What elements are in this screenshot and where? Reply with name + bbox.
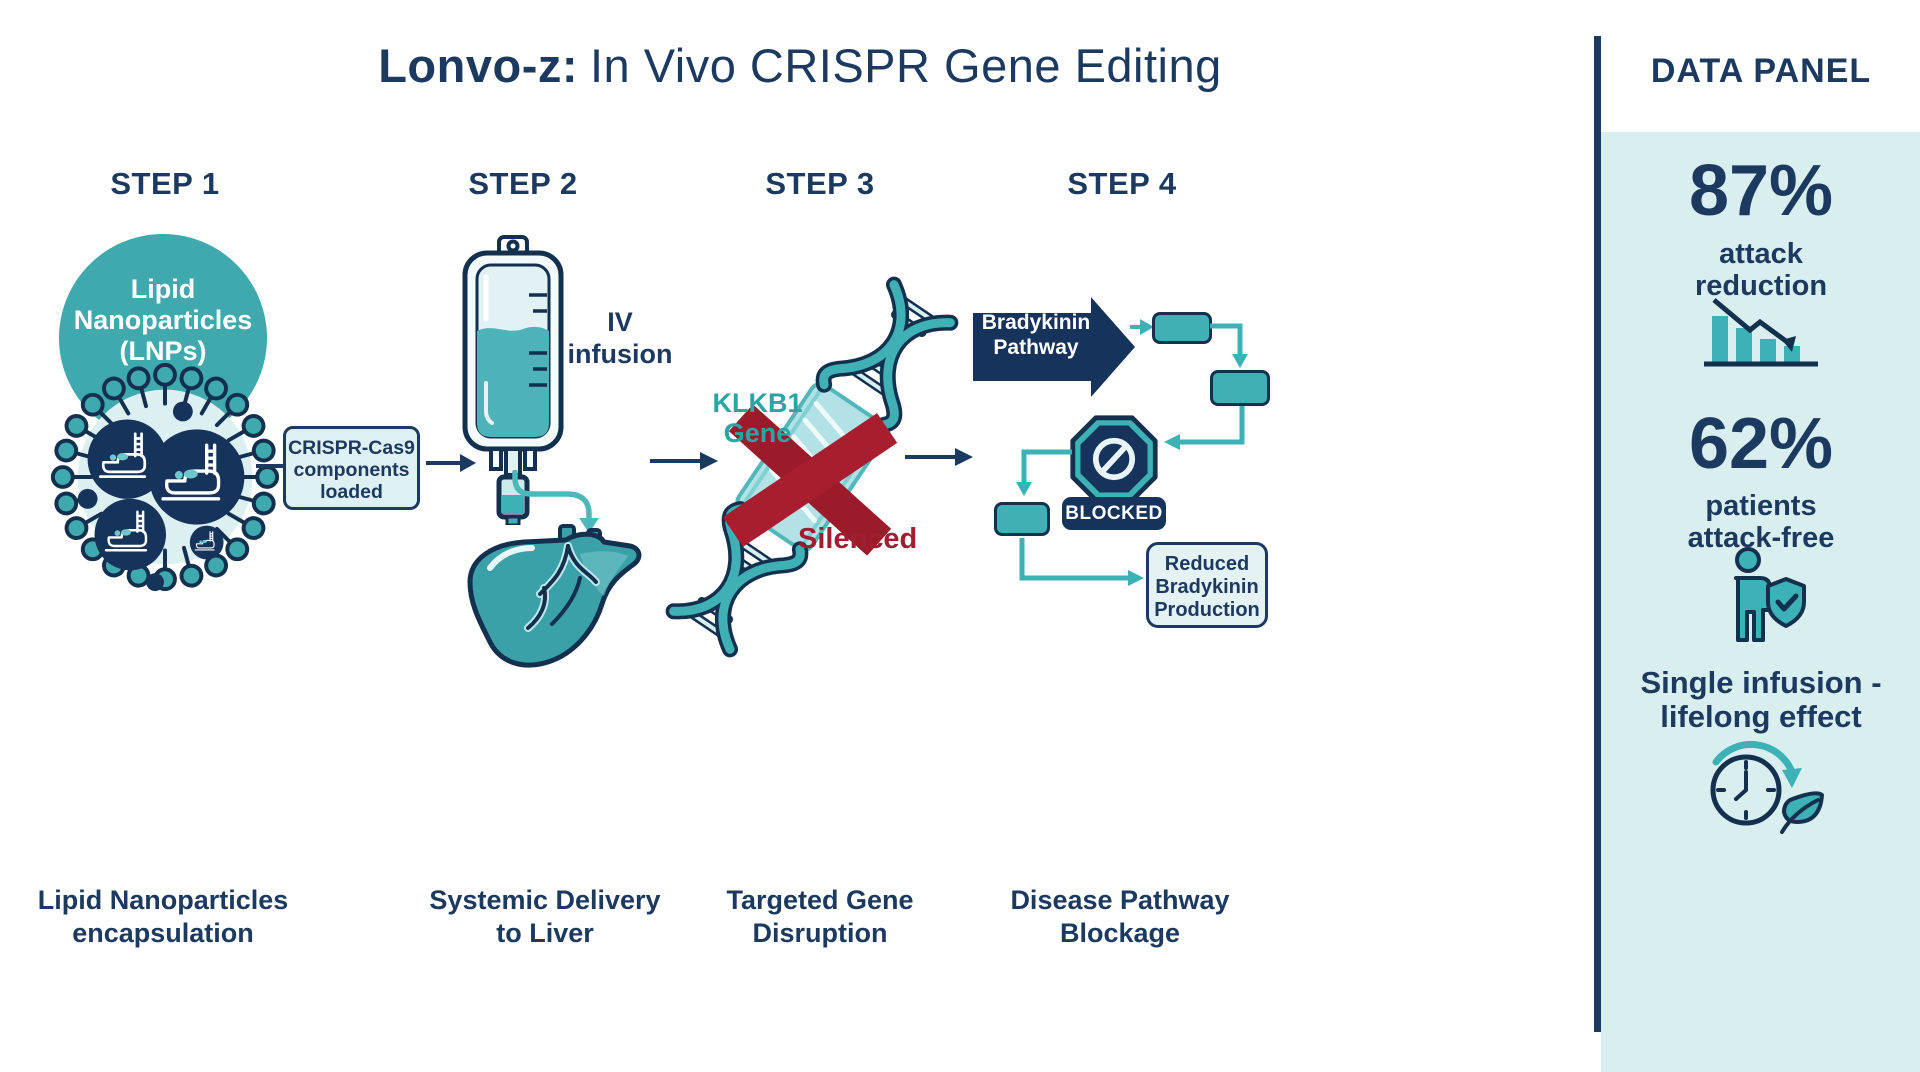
pathway-node-1: [1152, 312, 1212, 344]
reduced-line3: Production: [1154, 599, 1260, 621]
c1-l2: encapsulation: [72, 918, 254, 948]
mini-arrow-icon: [1130, 319, 1154, 335]
c2-l2: to Liver: [496, 918, 594, 948]
lnp-line2: Nanoparticles: [73, 305, 253, 335]
step-2-heading: STEP 2: [468, 166, 578, 201]
pathway-line2: Pathway: [993, 336, 1079, 359]
page-title: Lonvo-z:In Vivo CRISPR Gene Editing: [100, 38, 1500, 93]
liver-icon: [467, 524, 642, 668]
gene-line2: Gene: [723, 418, 792, 448]
flow-connector-3-icon: [1016, 449, 1072, 496]
step-4-heading: STEP 4: [1067, 166, 1177, 201]
red-x-icon: [722, 404, 898, 556]
crispr-box-line1: CRISPR-Cas9: [288, 437, 415, 459]
stat-87-caption-2: reduction: [1694, 270, 1828, 302]
c4-l2: Blockage: [1059, 918, 1181, 948]
crispr-components-box: CRISPR-Cas9 components loaded: [283, 426, 420, 510]
lnp-line1: Lipid: [130, 274, 196, 304]
iv-line1: IV: [607, 307, 633, 337]
silenced-label: Silenced: [798, 523, 918, 555]
stop-octagon-icon: [1070, 415, 1158, 503]
step-3-caption: Targeted Gene Disruption: [670, 884, 970, 950]
flow-connector-2-icon: [1164, 406, 1245, 450]
iv-infusion-label: IV infusion: [545, 306, 695, 370]
stat-62-value: 62%: [1688, 404, 1834, 484]
bradykinin-pathway-arrow-box: [973, 297, 1135, 397]
infusion-tube-arrow-icon: [512, 470, 599, 533]
arrow-step1-to-step2-icon: [426, 454, 476, 472]
bradykinin-pathway-label: Bradykinin Pathway: [973, 310, 1099, 360]
reduced-line1: Reduced: [1164, 553, 1250, 575]
step-1-heading: STEP 1: [110, 166, 220, 201]
note-line-2: lifelong effect: [1660, 699, 1862, 734]
pathway-node-3: [994, 502, 1050, 536]
c1-l1: Lipid Nanoparticles: [37, 885, 289, 915]
stat-87-value: 87%: [1688, 151, 1834, 231]
c4-l1: Disease Pathway: [1010, 885, 1230, 915]
lipid-nanoparticle-icon: [50, 362, 280, 592]
reduced-bradykinin-box: Reduced Bradykinin Production: [1146, 542, 1268, 628]
patient-shield-icon: [1734, 547, 1806, 642]
c3-l1: Targeted Gene: [726, 885, 914, 915]
crispr-box-line2: components: [293, 459, 410, 481]
reduced-line2: Bradykinin: [1155, 576, 1259, 598]
step-1-caption: Lipid Nanoparticles encapsulation: [13, 884, 313, 950]
arrow-step2-to-step3-icon: [650, 452, 718, 470]
gene-line1: KLKB1: [712, 388, 803, 418]
lnp-line3: (LNPs): [119, 336, 207, 366]
particle-box-connector: [256, 464, 284, 468]
blocked-badge: BLOCKED: [1062, 497, 1166, 530]
title-rest: In Vivo CRISPR Gene Editing: [590, 39, 1222, 92]
pathway-line1: Bradykinin: [981, 311, 1091, 334]
stat-62-caption-1: patients: [1705, 490, 1817, 522]
flow-connector-1-icon: [1210, 323, 1248, 368]
step-4-caption: Disease Pathway Blockage: [970, 884, 1270, 950]
data-panel-title: DATA PANEL: [1650, 52, 1872, 90]
c3-l2: Disruption: [752, 918, 888, 948]
klkb1-gene-label: KLKB1 Gene: [695, 388, 820, 448]
note-line-1: Single infusion -: [1640, 665, 1882, 700]
brand-name: Lonvo-z:: [378, 39, 578, 92]
step-2-caption: Systemic Delivery to Liver: [395, 884, 695, 950]
flow-connector-4-icon: [1019, 538, 1144, 586]
panel-divider: [1594, 36, 1601, 1032]
arrow-step3-to-step4-icon: [905, 448, 973, 466]
clock-leaf-icon: [1710, 740, 1824, 834]
pathway-node-2: [1210, 370, 1270, 406]
iv-bag-icon: [462, 235, 564, 525]
stat-87-caption-1: attack: [1719, 238, 1803, 270]
stat-62-caption-2: attack-free: [1687, 522, 1835, 554]
c2-l1: Systemic Delivery: [429, 885, 661, 915]
step-3-heading: STEP 3: [765, 166, 875, 201]
crispr-box-line3: loaded: [320, 481, 383, 503]
lnp-bubble-label: Lipid Nanoparticles (LNPs): [59, 234, 267, 367]
declining-bar-chart-icon: [1704, 298, 1818, 367]
iv-line2: infusion: [567, 339, 673, 369]
